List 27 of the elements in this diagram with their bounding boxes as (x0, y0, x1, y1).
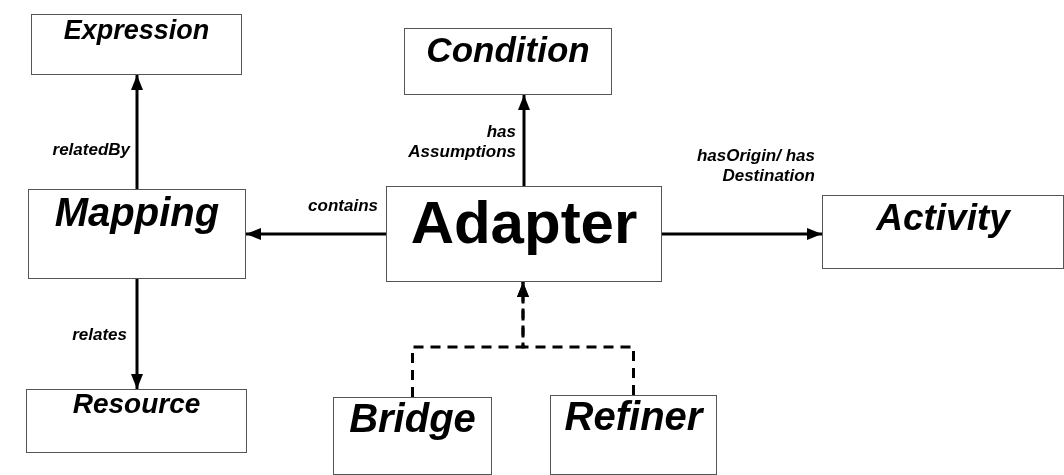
edge-label: relatedBy (51, 140, 130, 160)
class-name: Resource (72, 390, 201, 418)
class-name: Bridge (349, 398, 476, 438)
class-name: Mapping (54, 192, 220, 232)
class-box (333, 397, 492, 475)
arrow (131, 279, 143, 389)
class-name: Expression (63, 17, 210, 44)
class-box (386, 186, 662, 282)
dashed-arrow (517, 282, 635, 395)
class-name: Refiner (564, 396, 703, 436)
edge-label: has Assumptions (407, 122, 516, 162)
class-box (822, 195, 1064, 269)
class-box (31, 14, 242, 75)
class-name: Adapter (410, 193, 638, 253)
class-name: Activity (876, 199, 1010, 236)
arrow (131, 75, 143, 189)
class-box (26, 389, 247, 453)
arrow (246, 228, 386, 240)
class-box (28, 189, 246, 279)
arrow (662, 228, 822, 240)
edge-label: hasOrigin/ has Destination (695, 146, 815, 186)
edge-label: contains (307, 196, 378, 216)
class-box (550, 395, 717, 475)
class-box (404, 28, 612, 95)
arrow (518, 95, 530, 186)
edge-label: relates (71, 325, 127, 345)
class-name: Condition (426, 32, 590, 67)
